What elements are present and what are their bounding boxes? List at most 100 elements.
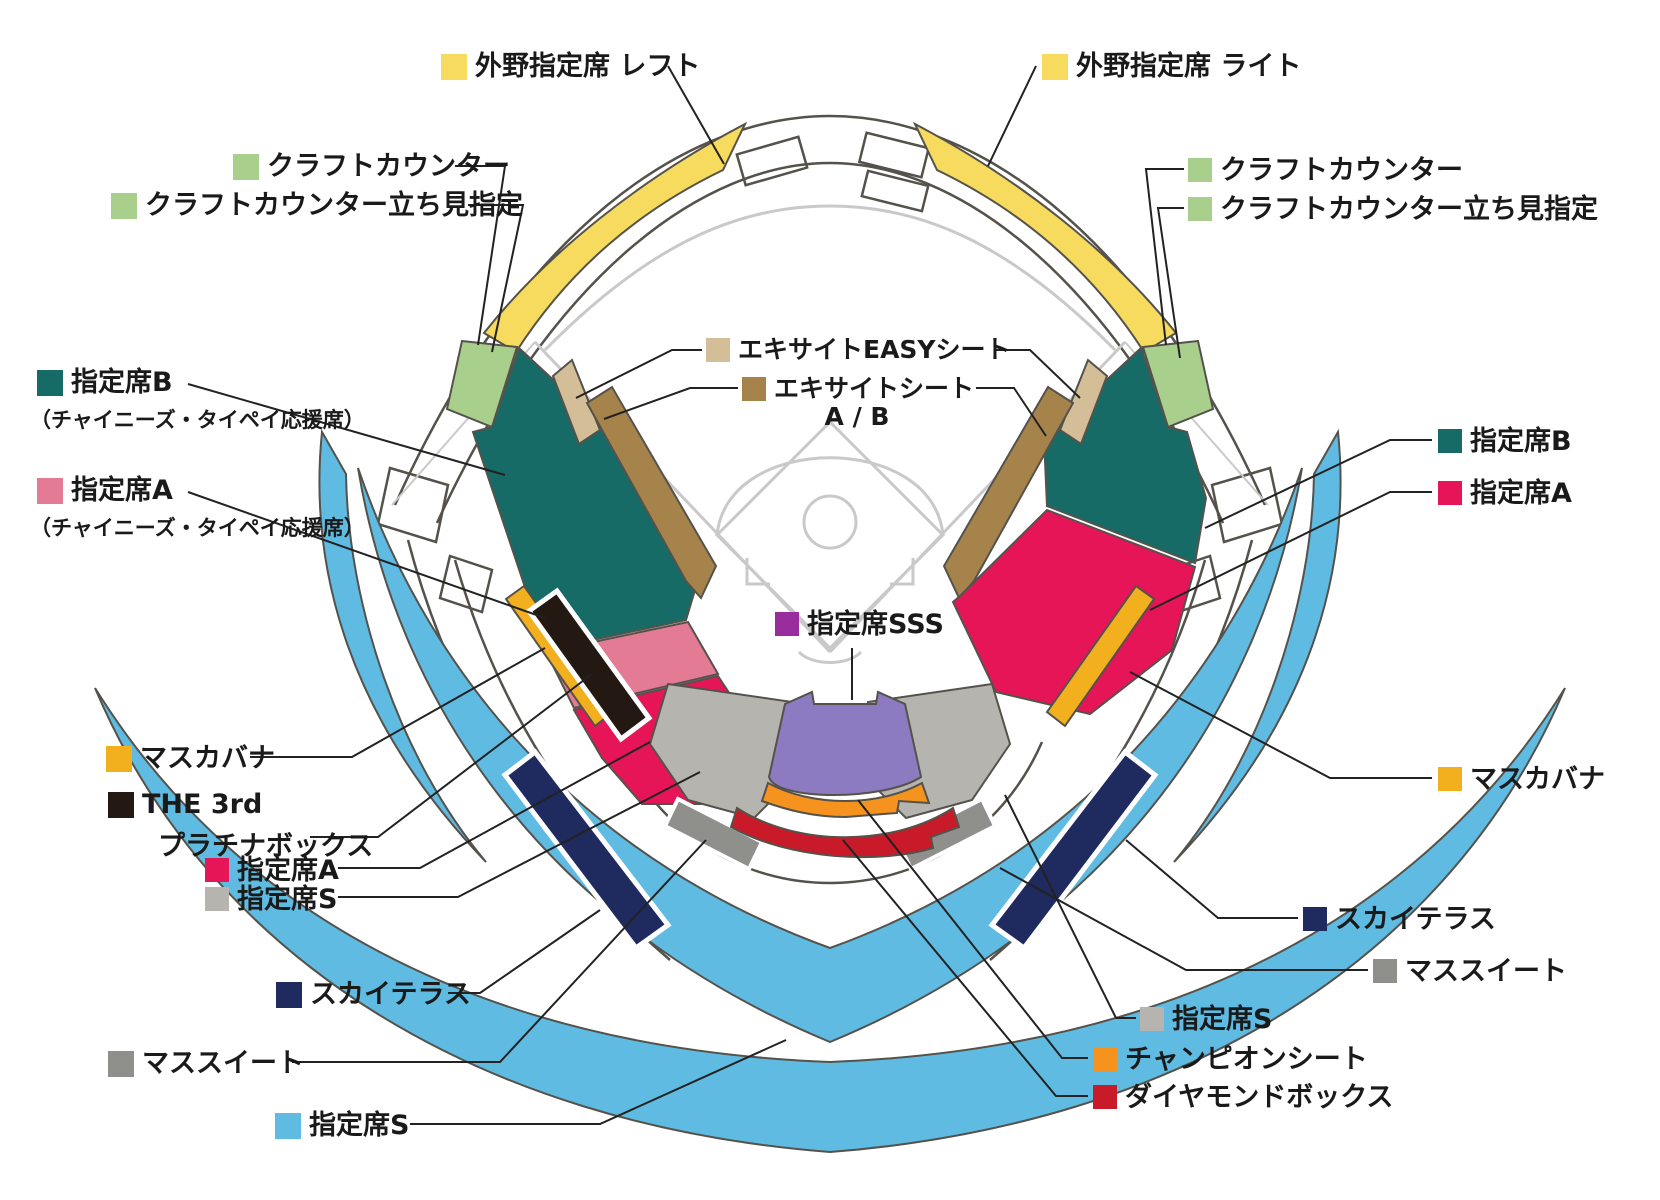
scoreboard-box-right-2 (860, 169, 930, 213)
callout-reserved-a-left-lower (338, 741, 651, 869)
callout-outfield-right (987, 65, 1037, 167)
section-reserved-sss[interactable] (767, 690, 923, 796)
legend-the-3rd: THE 3rd (108, 790, 262, 820)
section-sky-terrace-right[interactable] (988, 748, 1159, 952)
legend-champion-seat-label: チャンピオンシート (1125, 1044, 1368, 1075)
legend-reserved-sss: 指定席SSS (775, 610, 944, 640)
legend-craft-standing-right-label: クラフトカウンター立ち見指定 (1220, 194, 1598, 225)
swatch-reserved-s-bottom (275, 1113, 301, 1139)
legend-craft-counter-right-label: クラフトカウンター (1220, 155, 1463, 186)
legend-excite-easy: エキサイトEASYシート (706, 336, 1011, 364)
swatch-mass-suite-left (108, 1051, 134, 1077)
swatch-reserved-a-left-lower (205, 858, 229, 882)
swatch-diamond-box (1093, 1085, 1117, 1109)
legend-craft-standing-left: クラフトカウンター立ち見指定 (111, 191, 523, 221)
legend-reserved-a-right-label: 指定席A (1470, 478, 1572, 509)
legend-reserved-a-left: 指定席A (37, 476, 173, 506)
legend-craft-standing-left-label: クラフトカウンター立ち見指定 (145, 190, 523, 221)
swatch-craft-counter-right (1188, 158, 1212, 182)
scoreboard-box-right-1 (857, 131, 931, 179)
section-outfield-left[interactable] (482, 121, 748, 354)
inner-ring-arc (435, 161, 1225, 524)
legend-craft-standing-right: クラフトカウンター立ち見指定 (1188, 195, 1598, 225)
legend-reserved-a-right: 指定席A (1438, 479, 1572, 509)
legend-reserved-s-right-label: 指定席S (1172, 1004, 1273, 1035)
legend-excite: エキサイトシート (742, 375, 974, 403)
callout-craft-standing-right (1156, 207, 1184, 359)
swatch-reserved-a-right (1438, 481, 1462, 505)
section-reserved-s-left-crescent[interactable] (318, 428, 487, 863)
section-excite-right[interactable] (942, 385, 1075, 600)
swatch-reserved-s-right (1140, 1007, 1164, 1031)
callout-reserved-s-right (1004, 794, 1136, 1019)
legend-reserved-s-bottom: 指定席S (275, 1111, 409, 1141)
legend-reserved-sss-label: 指定席SSS (807, 609, 944, 640)
outfield-fence (543, 204, 1117, 352)
legend-mass-suite-left-label: マススイート (142, 1048, 304, 1079)
legend-outfield-right: 外野指定席 ライト (1042, 52, 1301, 82)
legend-champion-seat: チャンピオンシート (1093, 1045, 1368, 1075)
callout-craft-counter-right (1144, 168, 1184, 346)
callout-excite-easy-left (575, 349, 702, 399)
swatch-excite-easy (706, 338, 730, 362)
callout-sky-terrace-right (1125, 839, 1298, 919)
legend-outfield-right-label: 外野指定席 ライト (1076, 51, 1302, 82)
legend-reserved-b-left: 指定席B (37, 368, 173, 398)
legend-excite-easy-label: エキサイトEASYシート (738, 335, 1011, 364)
scoreboard-box-left (735, 135, 809, 187)
infield-diamond (714, 419, 946, 651)
section-champion-seat[interactable] (760, 781, 931, 819)
right-platform (1210, 466, 1284, 544)
swatch-reserved-b-right (1438, 429, 1462, 453)
section-mass-cabana-right[interactable] (1045, 584, 1156, 728)
section-excite-left[interactable] (585, 385, 718, 600)
callout-sky-terrace-left (448, 909, 601, 994)
home-plate-arc (797, 650, 863, 664)
callout-excite-easy-right (994, 349, 1081, 399)
legend-mass-cabana-right: マスカバナ (1438, 765, 1605, 795)
legend-reserved-s-left-lower: 指定席S (205, 885, 337, 915)
swatch-reserved-s-left-lower (205, 887, 229, 911)
callout-mass-cabana-right (1129, 671, 1432, 779)
callout-mass-suite-left (292, 839, 707, 1063)
section-sky-terrace-left[interactable] (501, 748, 672, 952)
callout-craft-standing-left (468, 204, 525, 353)
legend-excite-label: エキサイトシート (774, 374, 975, 403)
legend-diamond-box: ダイヤモンドボックス (1093, 1083, 1393, 1113)
section-outfield-right[interactable] (912, 121, 1178, 354)
swatch-reserved-b-left (37, 370, 63, 396)
legend-sky-terrace-left-label: スカイテラス (310, 979, 471, 1010)
legend-reserved-s-right: 指定席S (1140, 1005, 1272, 1035)
legend-reserved-b-left-label: 指定席B (71, 367, 173, 398)
callout-mass-suite-right (999, 867, 1368, 971)
section-reserved-s-inner-band[interactable] (357, 467, 1303, 1044)
section-the-3rd-platinum-box[interactable] (525, 587, 653, 743)
legend-reserved-s-bottom-label: 指定席S (309, 1110, 410, 1141)
swatch-craft-standing-left (111, 193, 137, 219)
section-excite-easy-right[interactable] (1058, 358, 1109, 446)
legend-reserved-s-left-lower-label: 指定席S (237, 884, 338, 915)
swatch-craft-counter-left (233, 154, 259, 180)
section-diamond-box[interactable] (729, 806, 961, 859)
section-excite-easy-left[interactable] (551, 358, 602, 446)
swatch-mass-suite-right (1373, 959, 1397, 983)
callout-outfield-left (667, 65, 725, 165)
swatch-mass-cabana-left (106, 746, 132, 772)
legend-reserved-a-left-label: 指定席A (71, 475, 173, 506)
sections (445, 121, 1215, 952)
dugout-mark-right (890, 558, 915, 586)
legend-reserved-b-right: 指定席B (1438, 427, 1572, 457)
callout-mass-cabana-left (250, 647, 546, 758)
section-reserved-a-right[interactable] (951, 508, 1197, 716)
legend-outfield-left-label: 外野指定席 レフト (475, 51, 701, 82)
swatch-reserved-sss (775, 612, 799, 636)
section-reserved-s-outer-band[interactable] (94, 687, 1566, 1154)
section-reserved-s-right-crescent[interactable] (1173, 428, 1342, 863)
callout-reserved-a-right (1149, 491, 1432, 611)
legend-sky-terrace-right-label: スカイテラス (1335, 904, 1496, 935)
callout-excite-left (603, 387, 738, 420)
callout-reserved-s-bottom (410, 1039, 787, 1125)
left-platform (376, 466, 450, 544)
